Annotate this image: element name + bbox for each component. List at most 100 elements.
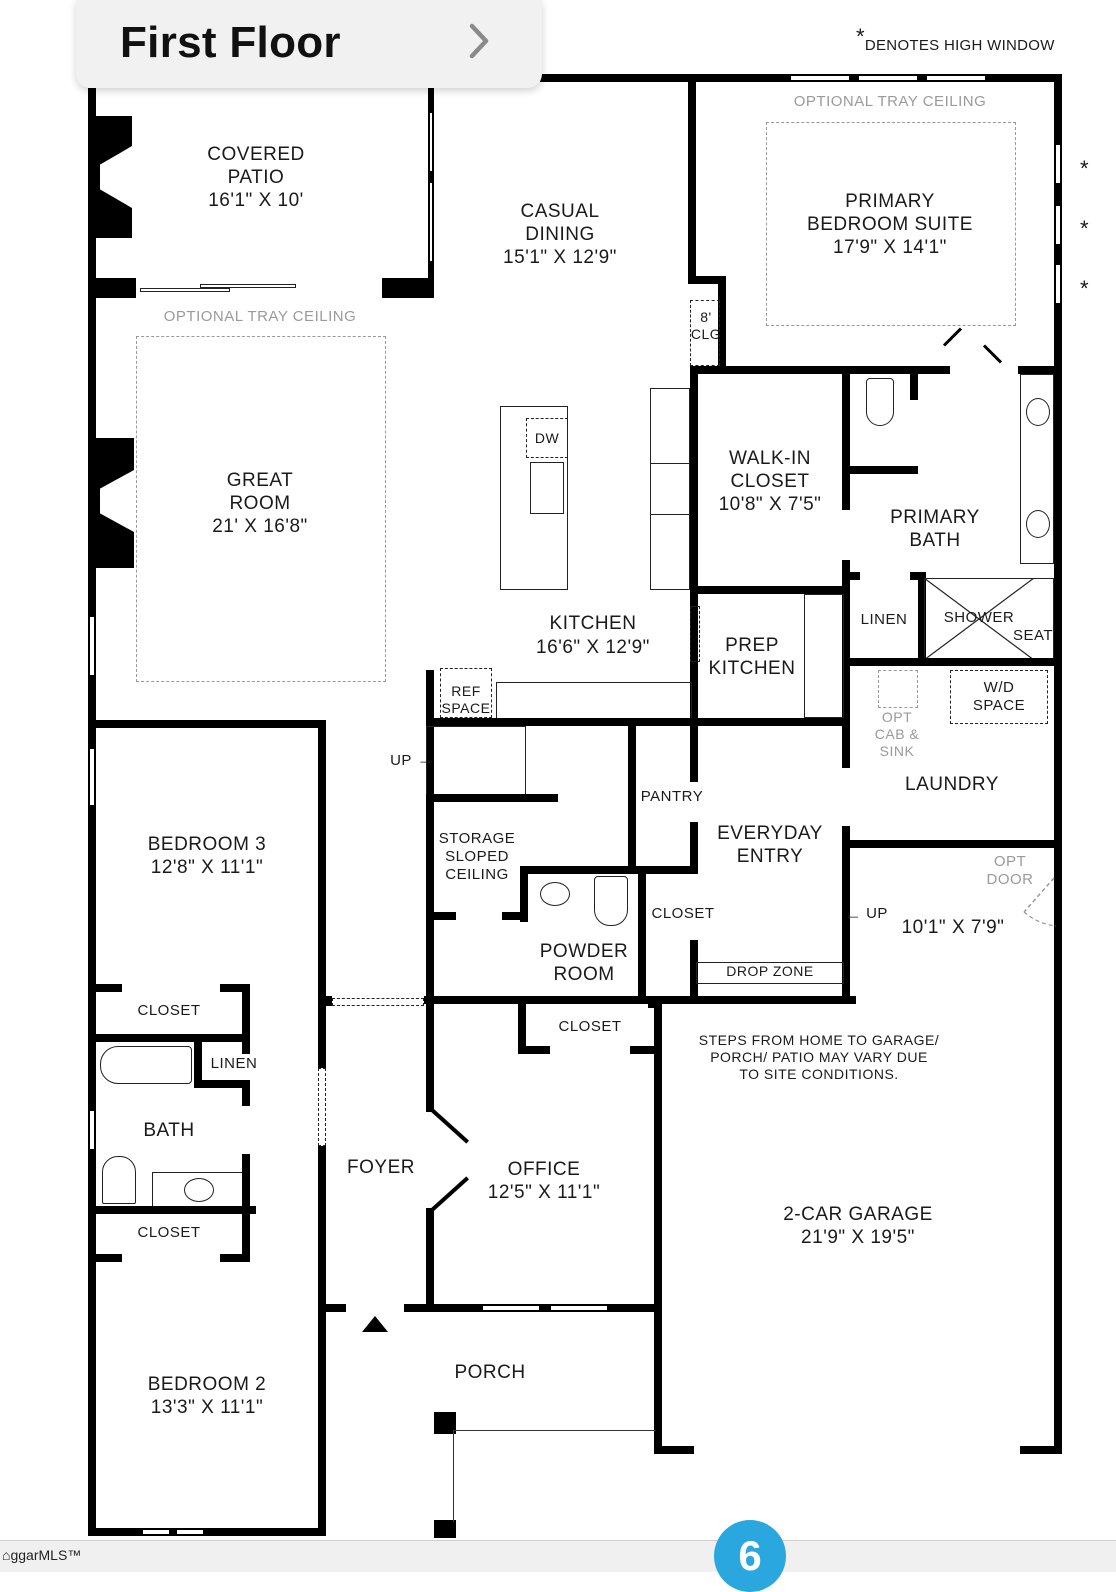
room-label-primary-bath: PRIMARY BATH [890, 507, 980, 551]
linen-label: LINEN [860, 611, 908, 628]
prep-counter [804, 594, 844, 718]
legend-text: DENOTES HIGH WINDOW [864, 37, 1055, 54]
high-window [1055, 144, 1061, 184]
room-size-garage: 21'9" X 19'5" [801, 1227, 915, 1248]
shower-drain-lines [924, 578, 1034, 660]
chevron-right-icon[interactable] [460, 16, 500, 66]
wd-space-label: W/D SPACE [972, 679, 1026, 714]
opt-door-swing [1023, 877, 1057, 927]
bathtub [100, 1046, 192, 1084]
wall [688, 276, 724, 284]
primary-bedroom-ceiling-note: OPTIONAL TRAY CEILING [793, 93, 987, 110]
porch-column [434, 1520, 456, 1538]
wall [502, 912, 526, 920]
wall [848, 658, 1062, 666]
window [176, 1529, 204, 1535]
porch-edge [453, 1430, 454, 1522]
room-label-bedroom3: BEDROOM 3 [147, 834, 267, 855]
opt-cab-sink-outline [878, 670, 918, 708]
door-swing [982, 344, 1003, 364]
wall [88, 1034, 250, 1042]
wall [242, 1154, 250, 1210]
shower-label: SHOWER [943, 609, 1015, 626]
staircase [426, 726, 526, 796]
wd-space-outline [950, 670, 1048, 724]
sink [184, 1178, 214, 1202]
tray-ceiling-outline [766, 122, 1016, 326]
room-label-foyer: FOYER [347, 1157, 415, 1178]
wall [842, 718, 850, 768]
wall [654, 1446, 694, 1454]
wall [88, 88, 96, 1536]
drop-zone-bench [696, 962, 844, 984]
page-number-badge[interactable]: 6 [714, 1520, 786, 1592]
closet-office-label: CLOSET [558, 1018, 622, 1035]
up-arrow-icon: → [416, 749, 436, 769]
front-door [346, 1304, 404, 1312]
room-label-great-room: GREAT ROOM [226, 470, 294, 514]
sink-basin [530, 462, 564, 514]
door-swing [942, 327, 963, 347]
toilet [594, 876, 628, 926]
room-size-office: 12'5" X 11'1" [487, 1182, 601, 1203]
sliding-door [200, 284, 296, 288]
wall [848, 572, 860, 580]
high-window-legend: *DENOTES HIGH WINDOW [856, 24, 1055, 56]
room-size-bedroom3: 12'8" X 11'1" [150, 857, 264, 878]
wall [518, 1004, 526, 1054]
room-label-bedroom2: BEDROOM 2 [147, 1374, 267, 1395]
wall [426, 794, 558, 802]
closet-bed2-label: CLOSET [137, 1224, 201, 1241]
sink [1026, 398, 1050, 426]
footer-bar: ⌂ggarMLS™ [0, 1540, 1116, 1572]
wall [194, 1080, 250, 1088]
wall [690, 726, 698, 782]
wall [320, 996, 332, 1006]
high-window [1055, 205, 1061, 245]
drop-zone-label: DROP ZONE [726, 963, 814, 979]
floor-title: First Floor [120, 18, 341, 67]
toilet [102, 1156, 136, 1204]
wall [88, 278, 136, 298]
wall [88, 984, 122, 992]
room-label-prep-kitchen: PREP KITCHEN [708, 635, 796, 679]
wall [638, 870, 646, 1000]
garage-extension-size: 10'1" X 7'9" [901, 917, 1005, 938]
wall [918, 572, 926, 662]
opt-door-label: OPT DOOR [986, 853, 1034, 888]
wall [242, 1084, 250, 1106]
toilet [866, 378, 894, 426]
room-label-powder-room: POWDER ROOM [539, 941, 629, 985]
sink [540, 882, 570, 906]
window [790, 75, 850, 81]
stairs-up-label: UP [390, 752, 412, 769]
wall [220, 984, 250, 992]
vanity [1020, 374, 1054, 564]
wall [1018, 366, 1058, 374]
wall [518, 1046, 550, 1054]
high-window-mark: * [1080, 156, 1089, 181]
ceiling-break [690, 300, 720, 366]
wall [520, 866, 528, 922]
room-size-covered-patio: 16'1" X 10' [208, 190, 304, 211]
porch-edge [454, 1430, 656, 1431]
ref-space-label: REF SPACE [441, 683, 491, 716]
wall [648, 996, 656, 1008]
window [926, 75, 986, 81]
counter [496, 682, 692, 722]
floor-selector[interactable]: First Floor [76, 0, 542, 88]
wall [628, 726, 636, 870]
wall [848, 840, 1058, 848]
opt-cab-sink-label: OPT CAB & SINK [874, 709, 920, 759]
garage-note: STEPS FROM HOME TO GARAGE/ PORCH/ PATIO … [698, 1032, 940, 1082]
room-label-casual-dining: CASUAL DINING [520, 201, 600, 245]
garage-up-label: UP [866, 905, 888, 922]
wall [220, 1254, 250, 1262]
high-window-mark: * [1080, 216, 1089, 241]
logo-text: ggarMLS™ [10, 1547, 82, 1563]
wall [688, 82, 696, 282]
wall [718, 276, 726, 366]
door-swing [430, 1176, 470, 1212]
room-label-bath: BATH [143, 1120, 195, 1141]
